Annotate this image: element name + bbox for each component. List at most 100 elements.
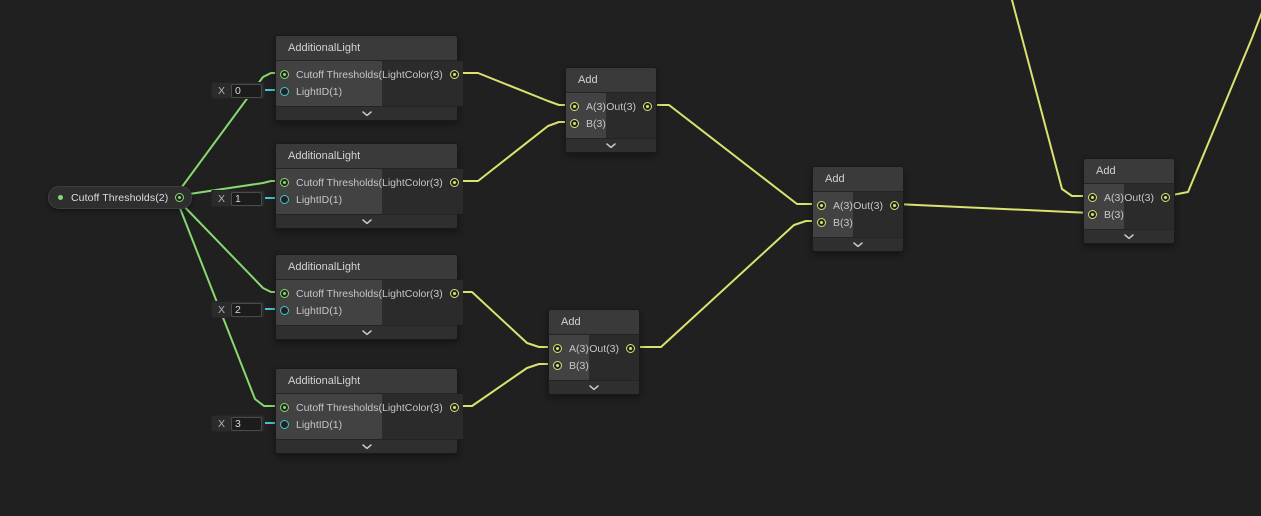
output-port[interactable] bbox=[643, 102, 652, 111]
input-port-b[interactable] bbox=[1088, 210, 1097, 219]
output-port[interactable] bbox=[449, 403, 459, 412]
node-title: Add bbox=[1084, 159, 1174, 184]
node-body: Cutoff Thresholds(2)LightID(1)LightColor… bbox=[276, 169, 463, 214]
chevron-down-icon bbox=[589, 384, 599, 390]
input-port-b[interactable] bbox=[553, 361, 562, 370]
collapse-preview-button[interactable] bbox=[1084, 229, 1174, 243]
input-port-a[interactable] bbox=[280, 289, 289, 298]
property-output-port[interactable] bbox=[175, 193, 185, 202]
node-title: AdditionalLight bbox=[276, 36, 457, 61]
edge-addmiddle-to-addright-b[interactable] bbox=[895, 203, 1092, 214]
output-port[interactable] bbox=[1161, 193, 1170, 202]
property-color-dot bbox=[58, 195, 63, 200]
edge-addtop-to-addmiddle-a[interactable] bbox=[648, 104, 821, 205]
input-row: B(3) bbox=[1084, 206, 1124, 223]
output-port-label: Out(3) bbox=[606, 100, 636, 113]
input-port-b[interactable] bbox=[817, 218, 826, 227]
edge-offscreen-to-addright-a[interactable] bbox=[1011, 0, 1092, 197]
output-port[interactable] bbox=[626, 344, 635, 353]
collapse-preview-button[interactable] bbox=[566, 138, 656, 152]
output-row: Out(3) bbox=[853, 197, 903, 214]
edge-light3-to-addbottom-a[interactable] bbox=[449, 291, 557, 348]
input-column: A(3) B(3) bbox=[566, 93, 607, 138]
edge-light4-to-addbottom-b[interactable] bbox=[449, 363, 557, 407]
input-row: LightID(1) bbox=[276, 83, 382, 100]
x-value-input[interactable]: 1 bbox=[231, 191, 263, 206]
output-port[interactable] bbox=[449, 289, 459, 298]
chevron-down-icon bbox=[361, 218, 372, 224]
output-column: Out(3) bbox=[589, 335, 639, 380]
collapse-preview-button[interactable] bbox=[813, 237, 903, 251]
input-port-b[interactable] bbox=[570, 119, 579, 128]
input-port-b[interactable] bbox=[280, 306, 289, 315]
chevron-down-icon bbox=[1124, 233, 1134, 239]
output-port-label: Out(3) bbox=[1124, 191, 1154, 204]
input-row: Cutoff Thresholds(2) bbox=[276, 66, 391, 83]
input-row: LightID(1) bbox=[276, 302, 382, 319]
input-port-label: LightID(1) bbox=[296, 304, 343, 317]
edge-light2-to-addtop-b[interactable] bbox=[449, 121, 574, 182]
output-port[interactable] bbox=[449, 70, 459, 79]
output-row: LightColor(3) bbox=[382, 66, 463, 83]
input-port-label: LightID(1) bbox=[296, 193, 343, 206]
node-title: Add bbox=[549, 310, 639, 335]
node-body: Cutoff Thresholds(2)LightID(1)LightColor… bbox=[276, 61, 463, 106]
collapse-preview-button[interactable] bbox=[549, 380, 639, 394]
input-port-a[interactable] bbox=[280, 403, 289, 412]
node-title: Add bbox=[813, 167, 903, 192]
collapse-preview-button[interactable] bbox=[276, 325, 457, 339]
output-port-label: LightColor(3) bbox=[382, 176, 443, 189]
x-value-input[interactable]: 0 bbox=[231, 83, 263, 98]
input-port-b[interactable] bbox=[280, 87, 289, 96]
edge-light1-to-addtop-a[interactable] bbox=[449, 72, 574, 106]
input-port-b[interactable] bbox=[280, 195, 289, 204]
edge-addbottom-to-addmiddle-b[interactable] bbox=[631, 220, 821, 348]
output-row: LightColor(3) bbox=[382, 285, 463, 302]
output-row: LightColor(3) bbox=[382, 399, 463, 416]
output-port-label: LightColor(3) bbox=[382, 401, 443, 414]
input-column: A(3)B(3) bbox=[1084, 184, 1125, 229]
input-port-a[interactable] bbox=[570, 102, 579, 111]
collapse-preview-button[interactable] bbox=[276, 214, 457, 228]
output-port[interactable] bbox=[449, 178, 459, 187]
input-port-a[interactable] bbox=[817, 201, 826, 210]
node-title: Add bbox=[566, 68, 656, 93]
input-row: A(3) bbox=[813, 197, 853, 214]
node-title: AdditionalLight bbox=[276, 144, 457, 169]
input-port-a[interactable] bbox=[553, 344, 562, 353]
input-port-b[interactable] bbox=[280, 420, 289, 429]
input-row: LightID(1) bbox=[276, 191, 382, 208]
collapse-preview-button[interactable] bbox=[276, 439, 457, 453]
input-port-a[interactable] bbox=[1088, 193, 1097, 202]
x-value-input[interactable]: 2 bbox=[231, 302, 263, 317]
input-port-a[interactable] bbox=[280, 70, 289, 79]
input-column: Cutoff Thresholds(2)LightID(1) bbox=[276, 394, 391, 439]
x-value-input[interactable]: 3 bbox=[231, 416, 263, 431]
property-node-cutoff-thresholds[interactable]: Cutoff Thresholds(2) bbox=[48, 186, 193, 209]
input-port-label: B(3) bbox=[586, 117, 606, 130]
output-column: LightColor(3) bbox=[382, 61, 463, 106]
output-column: Out(3) bbox=[1124, 184, 1174, 229]
edge-addright-out-offscreen[interactable] bbox=[1166, 11, 1261, 197]
output-port[interactable] bbox=[890, 201, 899, 210]
chevron-down-icon bbox=[361, 443, 372, 449]
input-column: Cutoff Thresholds(2)LightID(1) bbox=[276, 169, 391, 214]
input-port-a[interactable] bbox=[280, 178, 289, 187]
x-field-label: X bbox=[218, 192, 226, 205]
output-column: LightColor(3) bbox=[382, 169, 463, 214]
collapse-preview-button[interactable] bbox=[276, 106, 457, 120]
input-row: A(3) bbox=[566, 98, 606, 115]
